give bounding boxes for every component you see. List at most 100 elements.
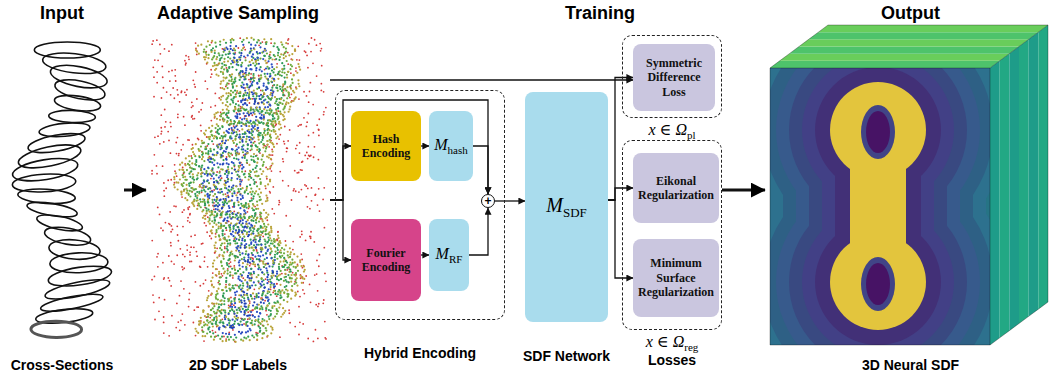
- sample-point: [291, 45, 293, 47]
- sample-point: [284, 111, 286, 113]
- sample-point: [246, 159, 248, 161]
- sample-point: [185, 94, 187, 96]
- sample-point: [256, 63, 258, 65]
- sample-point: [243, 94, 245, 96]
- sample-point: [212, 153, 214, 155]
- sample-point: [191, 261, 193, 263]
- sample-point: [261, 114, 263, 116]
- sample-point: [216, 152, 218, 154]
- sample-point: [207, 157, 209, 159]
- sample-point: [243, 136, 245, 138]
- sample-point: [290, 72, 292, 74]
- sample-point: [226, 69, 228, 71]
- sample-point: [208, 306, 210, 308]
- cross-section-curve: [47, 263, 113, 290]
- sample-point: [225, 53, 227, 55]
- sample-point: [221, 54, 223, 56]
- sample-point: [159, 53, 161, 55]
- sample-point: [309, 235, 311, 237]
- sample-point: [206, 231, 208, 233]
- sample-point: [225, 159, 227, 161]
- sample-point: [233, 57, 235, 59]
- sample-point: [255, 93, 257, 95]
- sample-point: [299, 152, 301, 154]
- sample-point: [267, 68, 269, 70]
- sample-point: [309, 284, 311, 286]
- sample-point: [280, 41, 282, 43]
- sample-point: [170, 242, 172, 244]
- sample-point: [309, 82, 311, 84]
- sample-point: [295, 88, 297, 90]
- sample-point: [230, 266, 232, 268]
- sample-point: [301, 233, 303, 235]
- cross-section-sketch: [11, 42, 113, 338]
- sample-point: [209, 317, 211, 319]
- sample-point: [262, 137, 264, 139]
- sample-point: [263, 93, 265, 95]
- sample-point: [219, 163, 221, 165]
- sample-point: [295, 190, 297, 192]
- sample-point: [239, 110, 241, 112]
- sample-point: [292, 249, 294, 251]
- sample-point: [299, 296, 301, 298]
- sample-point: [227, 178, 229, 180]
- sample-point: [205, 170, 207, 172]
- sample-point: [172, 229, 174, 231]
- sample-point: [164, 126, 166, 128]
- sample-point: [189, 261, 191, 263]
- sample-point: [277, 54, 279, 56]
- sample-point: [237, 109, 239, 111]
- sample-point: [318, 188, 320, 190]
- sample-point: [317, 306, 319, 308]
- sample-point: [283, 99, 285, 101]
- sample-point: [221, 147, 223, 149]
- sample-point: [257, 57, 259, 59]
- sample-point: [239, 162, 241, 164]
- sample-point: [247, 74, 249, 76]
- sample-point: [223, 336, 225, 338]
- sample-point: [276, 143, 278, 145]
- sample-point: [190, 236, 192, 238]
- sample-point: [297, 291, 299, 293]
- sample-point: [164, 48, 166, 50]
- sample-point: [285, 240, 287, 242]
- sample-point: [181, 266, 183, 268]
- sample-point: [216, 247, 218, 249]
- sample-point: [174, 186, 176, 188]
- sample-point: [287, 39, 289, 41]
- sample-point: [179, 101, 181, 103]
- sample-point: [170, 152, 172, 154]
- sample-point: [280, 112, 282, 114]
- sample-point: [200, 130, 202, 132]
- sample-point: [220, 87, 222, 89]
- sample-point: [251, 98, 253, 100]
- sample-point: [318, 265, 320, 267]
- sample-point: [248, 79, 250, 81]
- sample-point: [211, 40, 213, 42]
- sample-point: [226, 162, 228, 164]
- sample-point: [248, 125, 250, 127]
- sample-point: [269, 168, 271, 170]
- sample-point: [201, 190, 203, 192]
- sample-point: [219, 179, 221, 181]
- sample-point: [265, 124, 267, 126]
- sample-point: [306, 55, 308, 57]
- sample-point: [223, 48, 225, 50]
- sample-point: [218, 172, 220, 174]
- sample-point: [239, 138, 241, 140]
- sample-point: [192, 322, 194, 324]
- sample-point: [191, 157, 193, 159]
- sample-point: [245, 125, 247, 127]
- sample-point: [233, 129, 235, 131]
- sample-point: [198, 165, 200, 167]
- sample-point: [203, 141, 205, 143]
- sample-point: [271, 150, 273, 152]
- sample-point: [246, 86, 248, 88]
- sample-point: [292, 241, 294, 243]
- sample-point: [214, 116, 216, 118]
- sample-point: [287, 185, 289, 187]
- sample-point: [220, 99, 222, 101]
- sample-point: [242, 47, 244, 49]
- sample-point: [167, 131, 169, 133]
- sample-point: [202, 242, 204, 244]
